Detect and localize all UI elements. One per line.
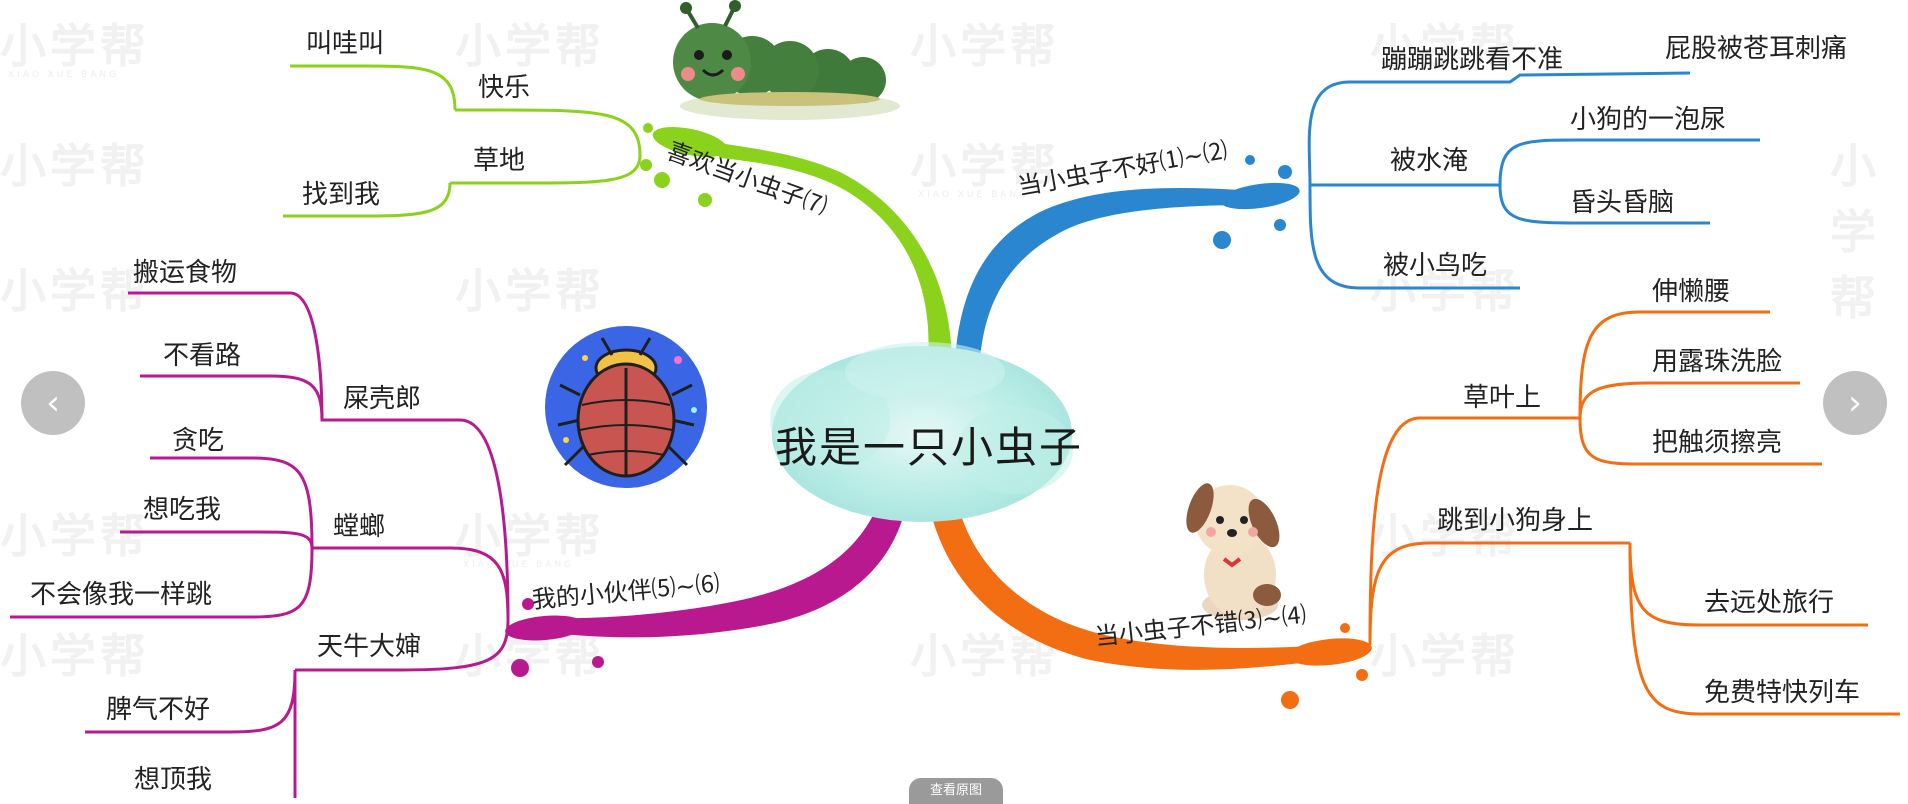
watermark-text: 小学帮 xyxy=(1370,629,1520,683)
node-cannot-jump: 不会像我一样跳 xyxy=(30,580,213,610)
prev-button[interactable]: ‹ xyxy=(21,371,85,435)
watermark-subtext: XIAO XUE BANG xyxy=(918,190,1030,200)
branch-magenta-stroke xyxy=(505,500,905,677)
node-hopping: 蹦蹦跳跳看不准 xyxy=(1381,45,1564,75)
watermark-text: 小学帮 xyxy=(455,509,605,563)
node-flooded: 被水淹 xyxy=(1390,146,1469,176)
node-dog-pee: 小狗的一泡尿 xyxy=(1570,105,1727,135)
watermark-text: 小学帮 xyxy=(0,139,150,193)
branch-orange-stroke xyxy=(930,505,1372,709)
node-find-me: 找到我 xyxy=(302,180,381,210)
next-button[interactable]: › xyxy=(1823,371,1887,435)
subtree-orange-lines xyxy=(1368,310,1900,716)
watermark-text: 小学帮 xyxy=(1370,264,1520,318)
branch-blue-stroke xyxy=(955,155,1300,360)
node-on-grass-leaf: 草叶上 xyxy=(1463,383,1542,413)
watermark-text: 小学帮 xyxy=(0,629,150,683)
node-bad-temper: 脾气不好 xyxy=(106,695,211,725)
node-eaten-by-bird: 被小鸟吃 xyxy=(1383,251,1488,281)
branch-green-stroke xyxy=(640,123,952,360)
central-cloud xyxy=(770,342,1073,522)
node-butt-me: 想顶我 xyxy=(134,765,213,795)
subtree-blue-lines xyxy=(1307,71,1760,290)
watermark-text: 小学帮 xyxy=(1830,139,1880,325)
node-cocklebur: 屁股被苍耳刺痛 xyxy=(1665,34,1848,64)
subtree-green-lines xyxy=(283,64,642,218)
watermark-text: 小学帮 xyxy=(1370,509,1520,563)
view-original-button[interactable]: 查看原图 xyxy=(909,778,1003,804)
node-free-express: 免费特快列车 xyxy=(1704,678,1861,708)
watermark-text: 小学帮 xyxy=(0,19,150,73)
beetle-illustration xyxy=(545,326,707,488)
node-longhorn-aunt: 天牛大婶 xyxy=(317,632,422,662)
node-want-to-eat-me: 想吃我 xyxy=(143,495,222,525)
watermark-subtext: XIAO XUE BANG xyxy=(463,560,575,570)
node-wash-face-dew: 用露珠洗脸 xyxy=(1652,347,1783,377)
subtree-magenta-lines xyxy=(10,291,510,798)
node-greedy: 贪吃 xyxy=(172,426,225,456)
watermark-text: 小学帮 xyxy=(0,509,150,563)
node-polish-antennae: 把触须擦亮 xyxy=(1652,428,1783,458)
watermark-text: 小学帮 xyxy=(455,19,605,73)
watermark-text: 小学帮 xyxy=(455,264,605,318)
caterpillar-illustration xyxy=(673,0,900,120)
node-chirp: 叫哇叫 xyxy=(306,29,385,59)
node-dizzy: 昏头昏脑 xyxy=(1570,188,1675,218)
node-travel-far: 去远处旅行 xyxy=(1704,588,1835,618)
watermark-text: 小学帮 xyxy=(910,19,1060,73)
node-mantis: 螳螂 xyxy=(333,512,386,542)
node-stretch: 伸懒腰 xyxy=(1652,277,1731,307)
node-carry-food: 搬运食物 xyxy=(133,258,238,288)
watermark-text: 小学帮 xyxy=(0,264,150,318)
node-jump-on-dog: 跳到小狗身上 xyxy=(1437,506,1594,536)
watermark-subtext: XIAO XUE BANG xyxy=(8,70,120,80)
node-grass: 草地 xyxy=(473,146,526,176)
node-not-watching-road: 不看路 xyxy=(163,341,242,371)
chevron-left-icon: ‹ xyxy=(46,383,60,423)
chevron-right-icon: › xyxy=(1848,383,1862,423)
watermark-text: 小学帮 xyxy=(910,139,1060,193)
dog-illustration xyxy=(1186,483,1281,620)
node-dung-beetle: 屎壳郎 xyxy=(343,384,422,414)
watermark-text: 小学帮 xyxy=(1370,19,1520,73)
node-happy: 快乐 xyxy=(478,73,531,103)
central-topic: 我是一只小虫子 xyxy=(775,423,1084,472)
